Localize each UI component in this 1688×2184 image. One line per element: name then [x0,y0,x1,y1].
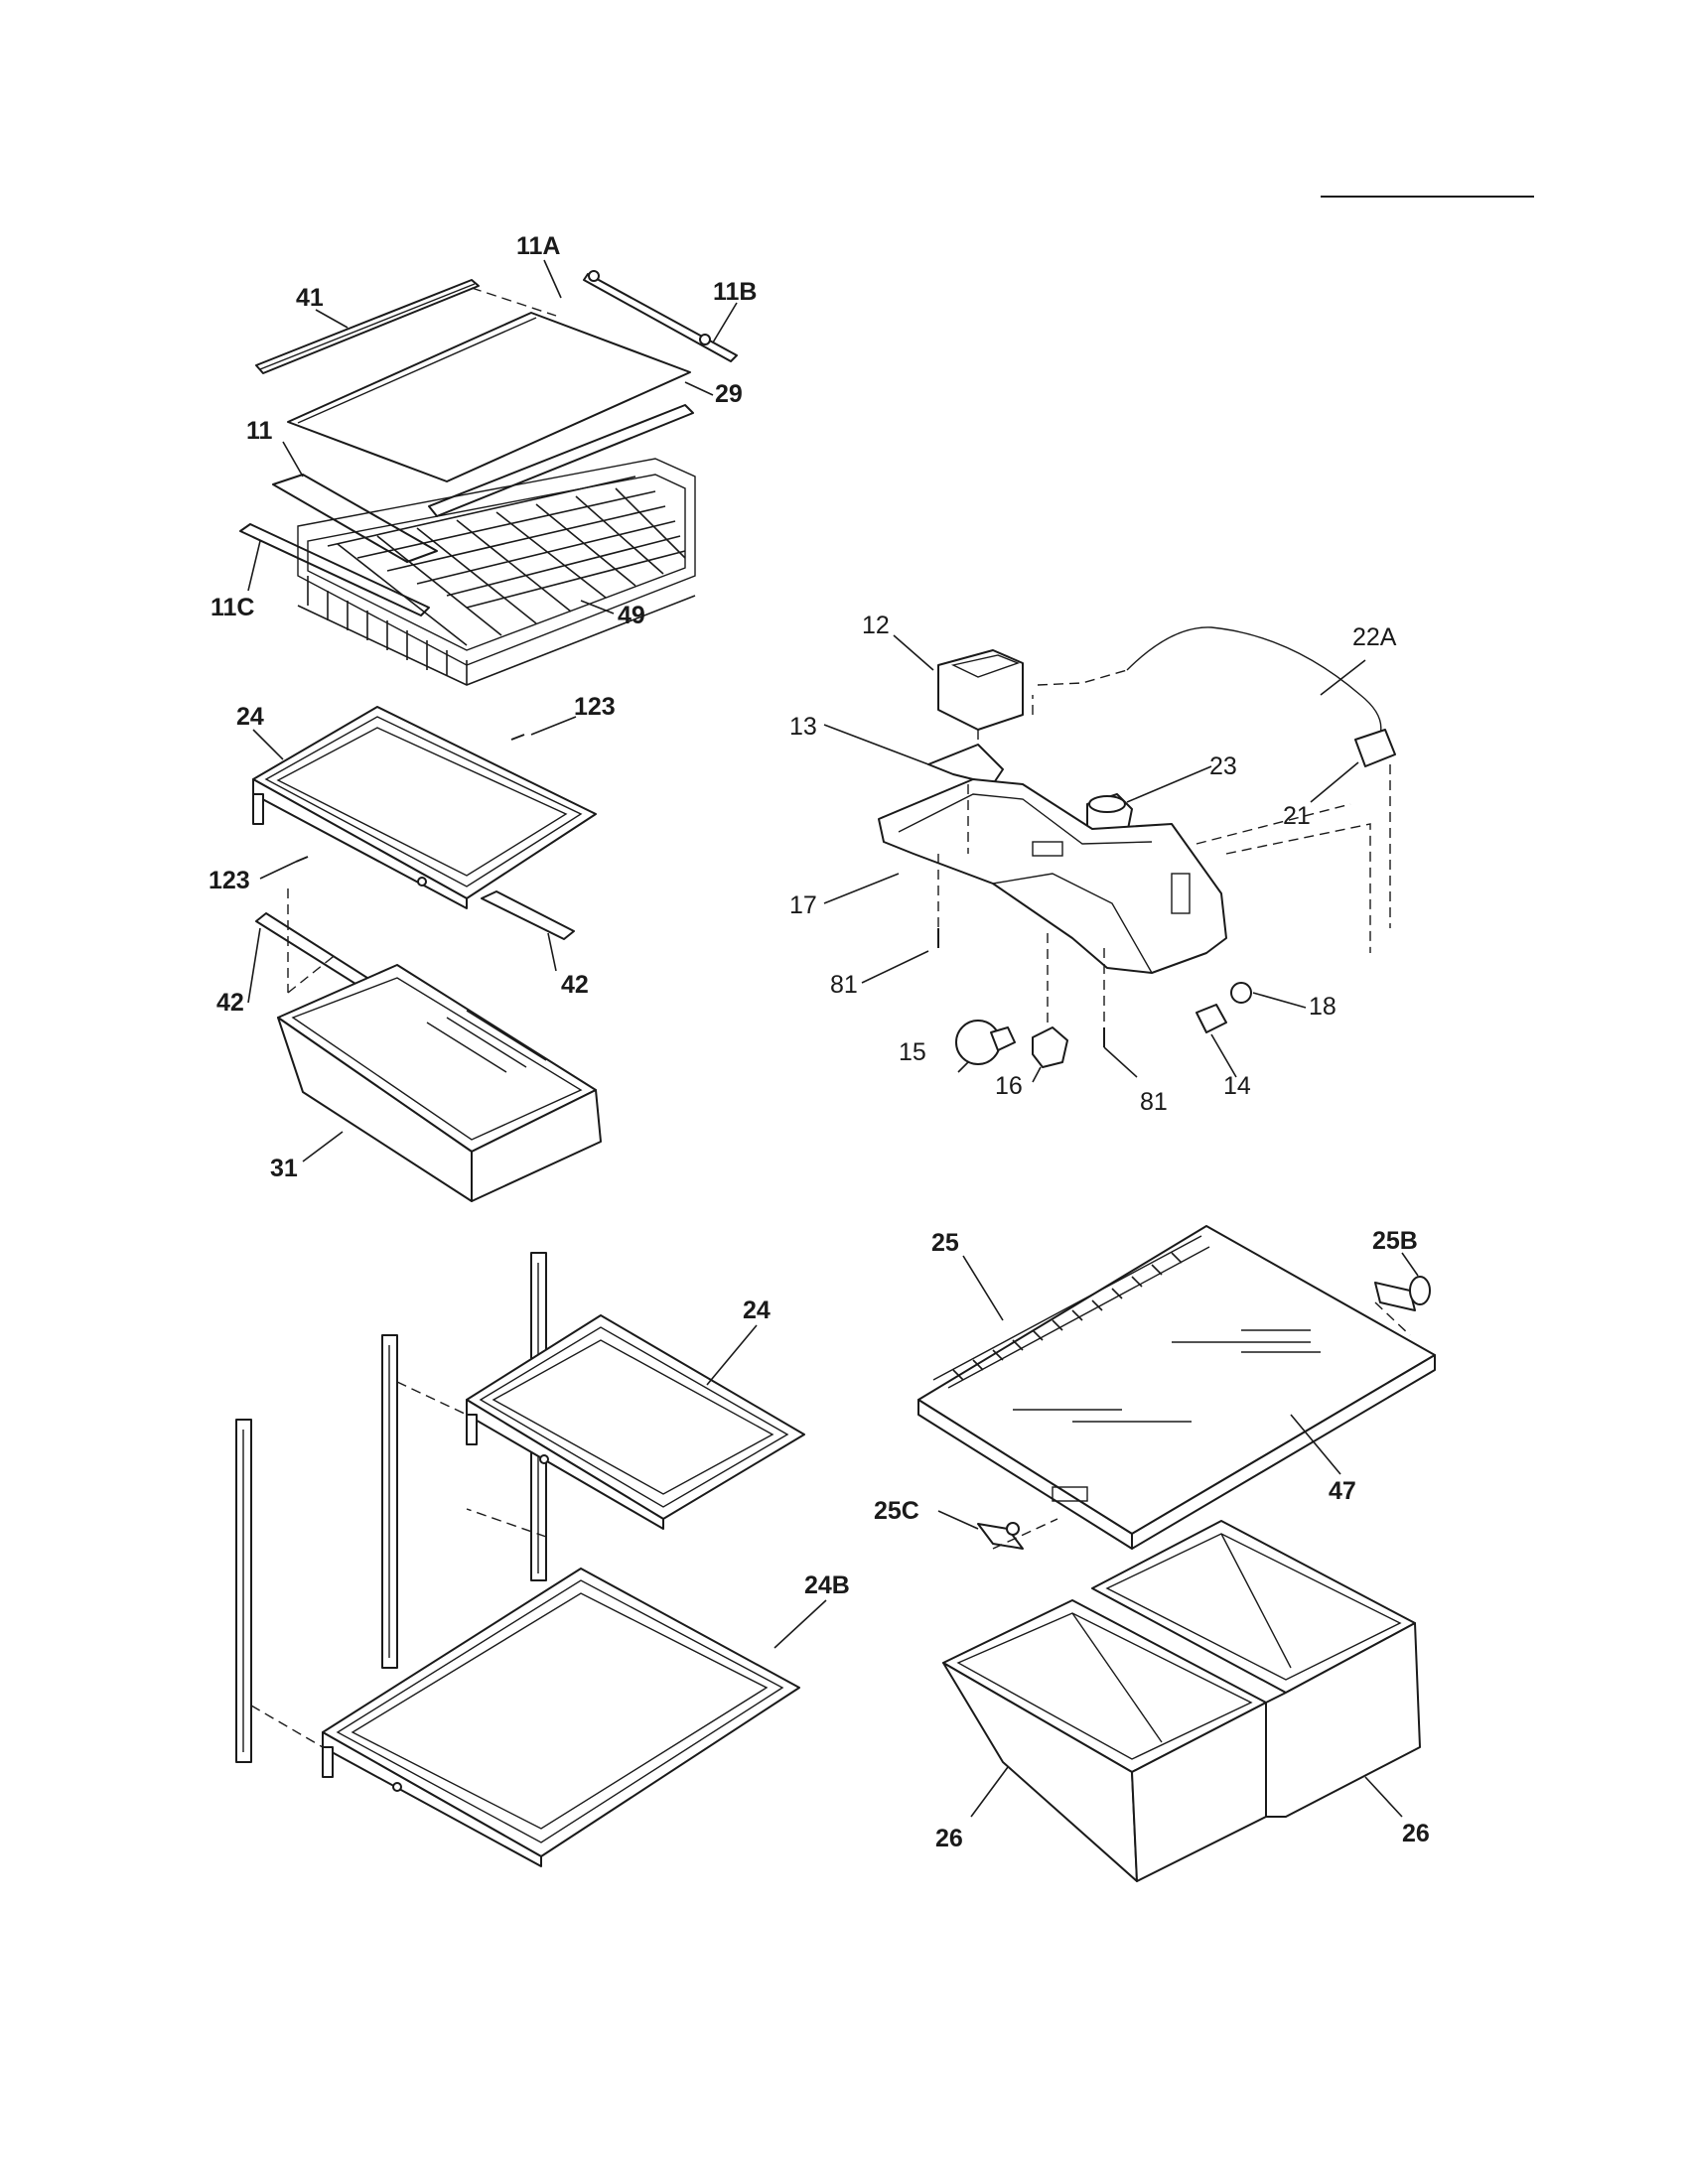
part-13-diffuser [927,744,1004,785]
callout-26-b: 26 [1402,1820,1430,1847]
callout-18: 18 [1309,993,1336,1021]
callout-24-bottom: 24 [743,1297,771,1324]
part-11B-bracket [583,273,738,362]
part-18-knob [1230,982,1252,1004]
ladder-rail-left [235,1419,252,1763]
shelf-basket-assembly [239,270,738,686]
part-123-screw-a [510,734,525,741]
leaders-group-1 [247,259,738,614]
part-25B-clip [1374,1276,1431,1311]
callout-11B: 11B [713,278,757,306]
part-42-rail-right [481,890,575,940]
leaders-group-2 [247,716,577,1162]
callout-11: 11 [246,417,273,445]
part-16-socket [1032,1026,1068,1068]
callout-29: 29 [715,380,743,408]
callout-25C: 25C [874,1497,919,1525]
callout-47: 47 [1329,1477,1356,1505]
callout-42-b: 42 [216,989,244,1017]
callout-81-a: 81 [830,971,858,999]
callout-49: 49 [618,602,645,629]
callout-41: 41 [296,284,324,312]
part-24-shelf-top [252,706,597,909]
part-26-pan-right [1091,1520,1421,1818]
part-25-cover [917,1225,1436,1550]
callout-23: 23 [1209,752,1237,780]
callout-22A: 22A [1352,623,1397,651]
part-12-cover [937,649,1024,731]
shelf-pan-assembly [252,706,602,1202]
part-123-screw-b [295,856,309,863]
callout-12: 12 [862,612,890,639]
part-25C-clip [977,1522,1024,1550]
callout-17: 17 [789,891,817,919]
callout-42-a: 42 [561,971,589,999]
callout-123-a: 123 [574,693,616,721]
callout-labels: 11A 41 11B 29 11 11C 49 24 123 123 42 42… [209,232,1430,1852]
leaders-group-5 [937,1252,1419,1818]
callout-16: 16 [995,1072,1023,1100]
callout-123-b: 123 [209,867,250,894]
part-11C-trim [239,523,430,616]
light-housing-assembly [878,626,1396,1068]
part-11-frame [272,474,438,563]
crisper-cover-assembly [917,1225,1436,1882]
callout-15: 15 [899,1038,926,1066]
callout-11A: 11A [516,232,560,260]
ladder-rail-middle [381,1334,398,1669]
part-15-bulb [955,1020,1016,1065]
part-11A-glass [287,312,691,482]
leaders-group-3 [823,634,1366,1083]
callout-11C: 11C [211,594,254,621]
callout-25B: 25B [1372,1227,1418,1255]
callout-25: 25 [931,1229,959,1257]
callout-31: 31 [270,1155,298,1182]
part-14-switch [1196,1004,1227,1033]
part-24-shelf-bottom [466,1314,805,1530]
part-26-pan-left [942,1599,1267,1882]
callout-14: 14 [1223,1072,1251,1100]
part-49-wire-basket [297,458,696,686]
part-31-crisper-pan [277,964,602,1202]
callout-26-a: 26 [935,1825,963,1852]
callout-24-top: 24 [236,703,264,731]
part-22A-wire [1126,626,1382,736]
part-17-housing [878,778,1227,974]
callout-21: 21 [1283,802,1311,830]
part-21-switch [1354,729,1396,767]
ladder-shelf-assembly [235,1252,805,1867]
callout-13: 13 [789,713,817,741]
part-24B-shelf [322,1568,800,1867]
callout-81-b: 81 [1140,1088,1168,1116]
callout-24B: 24B [804,1571,850,1599]
leaders-group-4 [706,1324,827,1649]
